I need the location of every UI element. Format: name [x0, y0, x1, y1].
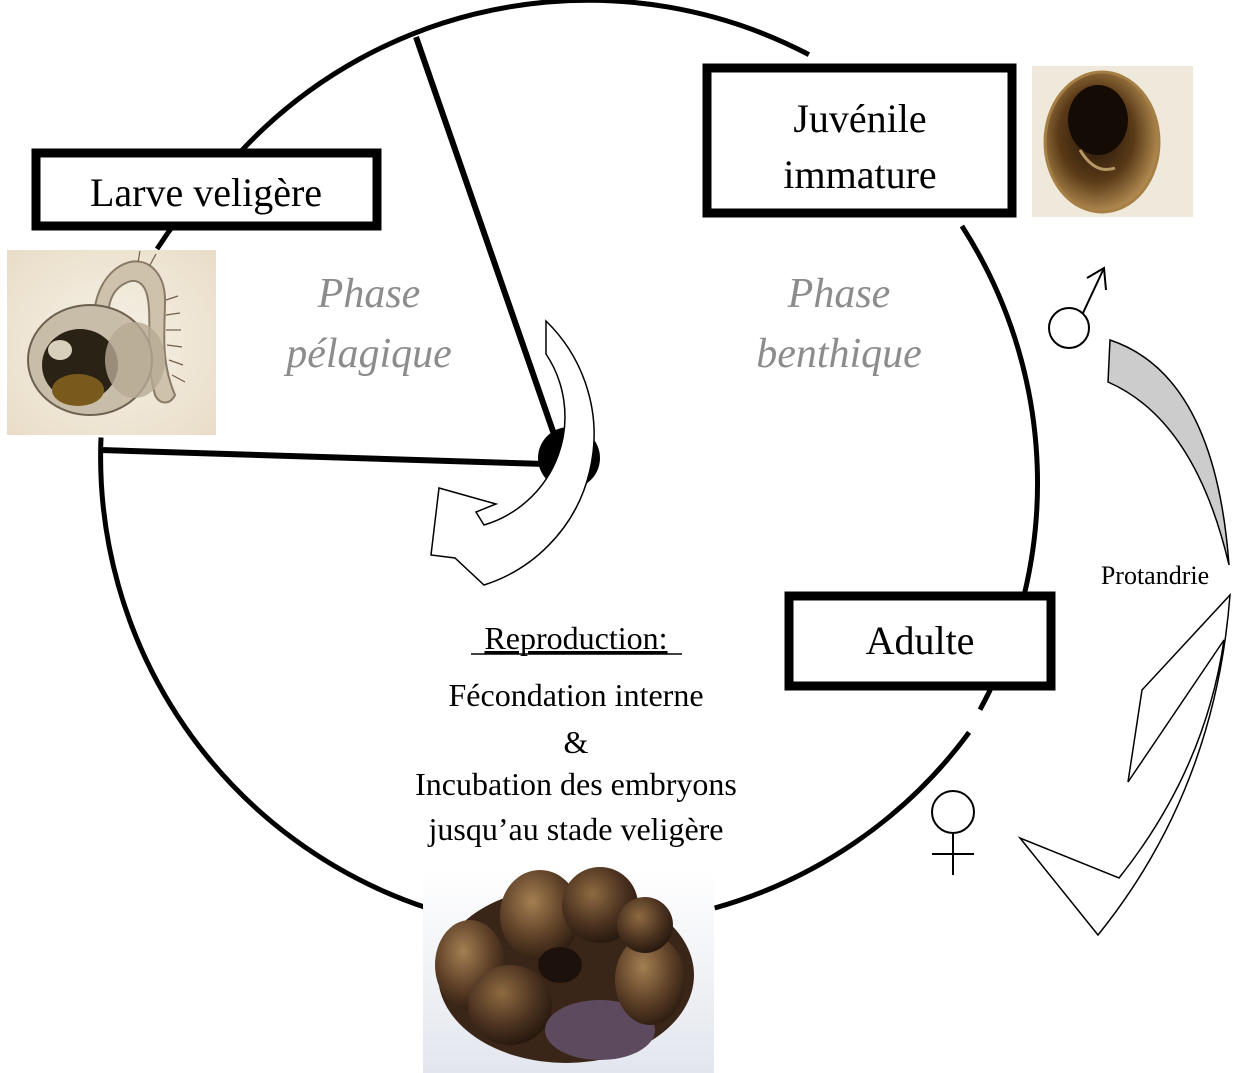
divider-line-top	[416, 37, 556, 440]
phase-benthic: Phase benthique	[756, 271, 922, 377]
circle-arc-bottom-left	[101, 438, 428, 909]
divider-line-left	[101, 450, 545, 464]
male-symbol-icon	[1049, 268, 1106, 348]
reproduction-line1: Fécondation interne	[448, 677, 703, 713]
reproduction-heading: Reproduction:	[484, 620, 667, 656]
reproduction-line3: Incubation des embryons	[415, 766, 737, 802]
reproduction-line4: jusqu’au stade veligère	[428, 811, 724, 847]
phase-benthic-line2: benthique	[756, 331, 922, 377]
protandry-label: Protandrie	[1101, 561, 1209, 590]
stage-label-juvenile-line2: immature	[783, 152, 936, 197]
phase-pelagic-line1: Phase	[317, 271, 421, 317]
phase-benthic-line1: Phase	[787, 271, 891, 317]
stage-box-juvenile: Juvénile immature	[707, 68, 1012, 213]
juvenile-shell-photo	[1032, 66, 1193, 217]
reproduction-block: Reproduction: Fécondation interne & Incu…	[415, 620, 737, 847]
protandry-arrow-top	[1108, 340, 1229, 565]
phase-pelagic-line2: pélagique	[283, 331, 452, 377]
female-symbol-icon	[932, 791, 974, 875]
veliger-larva-photo	[7, 250, 216, 435]
stage-label-juvenile-line1: Juvénile	[793, 96, 926, 141]
adult-stack-photo	[423, 867, 714, 1073]
phase-pelagic: Phase pélagique	[283, 271, 452, 377]
circle-arc-lower-right	[715, 732, 969, 908]
stage-label-larva: Larve veligère	[90, 170, 322, 215]
reproduction-line2: &	[564, 724, 589, 760]
stage-box-larva: Larve veligère	[36, 153, 377, 226]
stage-box-adult: Adulte	[789, 596, 1051, 686]
cycle-arrow-icon	[431, 321, 594, 585]
stage-label-adult: Adulte	[866, 618, 975, 663]
